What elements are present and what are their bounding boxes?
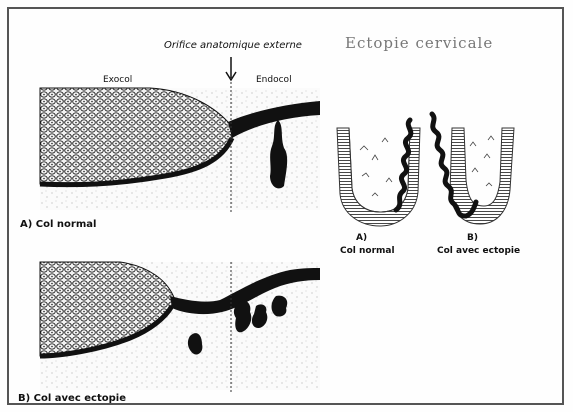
panel-b-gland-crypt-4 xyxy=(272,296,288,317)
small-b-letter: B) xyxy=(467,233,478,243)
small-a-letter: A) xyxy=(356,233,367,243)
panel-a-caption: A) Col normal xyxy=(20,219,96,230)
panel-b-caption: B) Col avec ectopie xyxy=(18,393,126,404)
orifice-label: Orifice anatomique externe xyxy=(164,40,302,51)
endocol-label: Endocol xyxy=(256,75,292,85)
exocol-label: Exocol xyxy=(103,75,132,85)
small-diagram-a-normal xyxy=(337,120,420,226)
small-b-caption: Col avec ectopie xyxy=(437,246,520,256)
panel-b-ectopy-cervix xyxy=(40,262,320,392)
small-a-caption: Col normal xyxy=(340,246,395,256)
panel-a-normal-cervix xyxy=(40,82,320,212)
orifice-arrow xyxy=(226,57,236,80)
small-diagram-b-ectopy xyxy=(432,114,514,224)
figure-title: Ectopie cervicale xyxy=(345,34,493,52)
